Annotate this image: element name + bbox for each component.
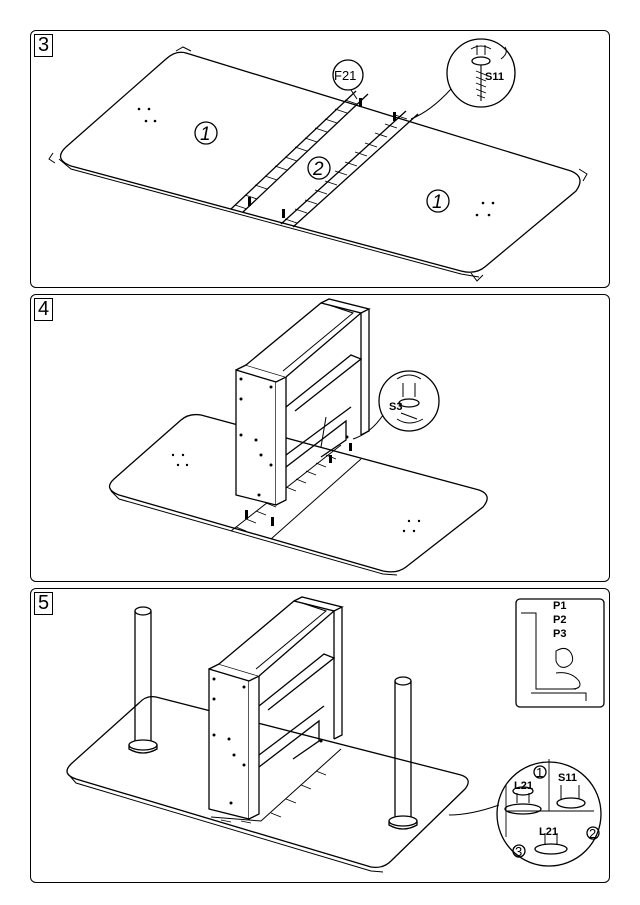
callout-f21: F21	[334, 68, 356, 83]
sub-step-3: 3	[515, 844, 522, 859]
screw-label: S11	[558, 772, 577, 784]
screw-label: S3	[389, 401, 402, 413]
step-3-illustration: 1 2 1 F21 S11	[48, 38, 588, 282]
leg-part-label: L21	[514, 780, 533, 792]
sub-step-2: 2	[589, 826, 596, 841]
tool-label-p2: P2	[553, 614, 566, 626]
step-4-panel: 4	[30, 294, 610, 582]
screw-label: S11	[485, 71, 504, 83]
board-label-1b: 1	[432, 192, 443, 213]
tool-label-p3: P3	[553, 628, 566, 640]
board-label-2: 2	[312, 159, 324, 180]
step-number: 3	[34, 34, 53, 57]
leg-part-label-2: L21	[539, 826, 558, 838]
step-3-panel: 3	[30, 30, 610, 288]
step-number: 5	[34, 592, 53, 615]
tool-label-p1: P1	[553, 600, 566, 612]
board-label-1: 1	[200, 124, 211, 145]
sub-step-1: 1	[536, 765, 543, 780]
step-number: 4	[34, 298, 53, 321]
step-4-illustration: S3	[108, 298, 488, 576]
step-5-illustration: P1 P2 P3 L21 S11 L21 1 2 3	[66, 596, 605, 873]
step-5-panel: 5	[30, 588, 610, 883]
